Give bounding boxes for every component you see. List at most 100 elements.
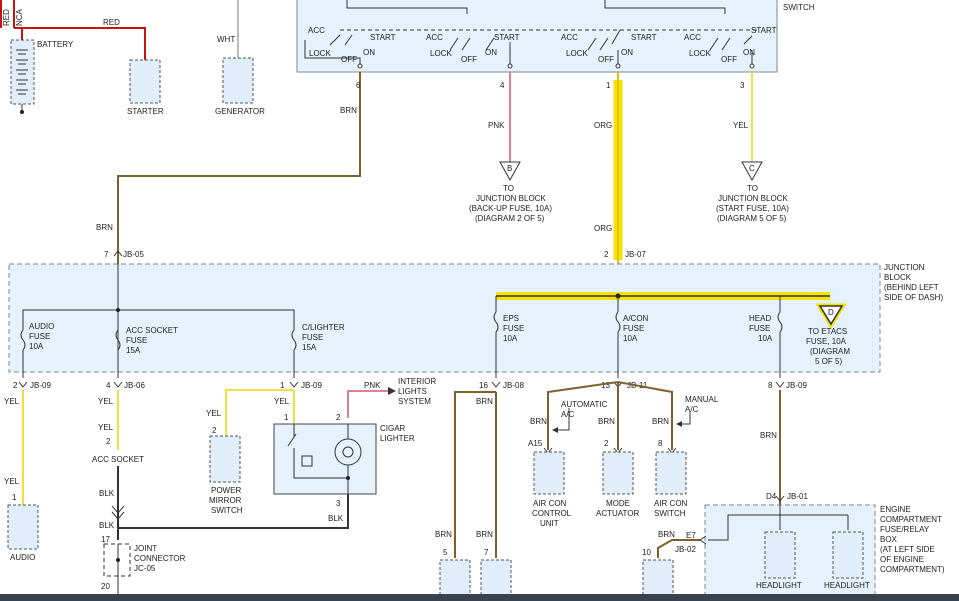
svg-text:13: 13 (601, 381, 610, 390)
svg-text:ENGINE: ENGINE (880, 505, 911, 514)
svg-text:C: C (749, 164, 755, 173)
svg-text:7: 7 (484, 548, 489, 557)
svg-text:START: START (631, 33, 657, 42)
svg-text:PNK: PNK (488, 121, 505, 130)
svg-text:HEADLIGHT: HEADLIGHT (824, 581, 870, 590)
svg-text:JB-06: JB-06 (124, 381, 145, 390)
audio-fuse: AUDIO FUSE 10A (20, 322, 54, 378)
svg-text:4: 4 (106, 381, 111, 390)
svg-text:SWITCH: SWITCH (654, 509, 686, 518)
svg-text:START: START (751, 26, 777, 35)
svg-text:AUDIO: AUDIO (29, 322, 54, 331)
eps-circuit: BRN BRN BRN 5 7 (435, 391, 512, 601)
svg-text:D: D (828, 308, 834, 317)
svg-text:BOX: BOX (880, 535, 898, 544)
svg-text:7: 7 (104, 250, 109, 259)
svg-text:BRN: BRN (340, 106, 357, 115)
svg-text:A/C: A/C (685, 405, 699, 414)
switch-group-4: ACC LOCK OFF ON START (684, 26, 777, 69)
wht-wire-label: WHT (217, 35, 235, 44)
acc-socket-circuit: YEL YEL 2 ACC SOCKET BLK BLK BLK 3 17 20… (92, 390, 349, 594)
svg-text:AUTOMATIC: AUTOMATIC (561, 400, 608, 409)
switch-label: SWITCH (783, 3, 815, 12)
svg-text:E7: E7 (686, 531, 696, 540)
svg-text:ACC: ACC (308, 26, 325, 35)
svg-text:AUDIO: AUDIO (10, 553, 35, 562)
svg-text:FUSE: FUSE (126, 336, 147, 345)
svg-text:ACC: ACC (561, 33, 578, 42)
bottom-bar (0, 594, 959, 601)
svg-text:BLK: BLK (99, 521, 115, 530)
svg-text:ON: ON (743, 48, 755, 57)
svg-text:JB-07: JB-07 (625, 250, 646, 259)
svg-text:YEL: YEL (733, 121, 749, 130)
svg-text:SYSTEM: SYSTEM (398, 397, 431, 406)
svg-text:HEADLIGHT: HEADLIGHT (756, 581, 802, 590)
svg-text:JB-09: JB-09 (301, 381, 322, 390)
svg-text:OFF: OFF (598, 55, 614, 64)
svg-text:ON: ON (621, 48, 633, 57)
svg-text:JUNCTION BLOCK: JUNCTION BLOCK (476, 194, 546, 203)
svg-text:D4: D4 (766, 492, 777, 501)
svg-text:BRN: BRN (435, 530, 452, 539)
svg-text:YEL: YEL (4, 477, 20, 486)
svg-text:BRN: BRN (652, 417, 669, 426)
svg-text:ACC SOCKET: ACC SOCKET (92, 455, 144, 464)
svg-text:(DIAGRAM 2 OF 5): (DIAGRAM 2 OF 5) (475, 214, 545, 223)
head-fuse: HEAD FUSE 10A (749, 311, 783, 378)
svg-text:15A: 15A (302, 343, 317, 352)
svg-text:(DIAGRAM: (DIAGRAM (810, 347, 850, 356)
svg-text:TO: TO (747, 184, 758, 193)
svg-text:5 OF 5): 5 OF 5) (815, 357, 842, 366)
svg-text:SIDE OF DASH): SIDE OF DASH) (884, 293, 943, 302)
audio (7, 504, 39, 550)
org-wire-pin1: 1 ORG ORG 2 JB-07 (594, 72, 646, 264)
svg-text:15A: 15A (126, 346, 141, 355)
svg-text:UNIT: UNIT (540, 519, 559, 528)
svg-text:ORG: ORG (594, 224, 612, 233)
svg-text:JB-02: JB-02 (675, 545, 696, 554)
svg-text:B: B (507, 164, 512, 173)
svg-text:FUSE: FUSE (623, 324, 644, 333)
svg-text:BRN: BRN (530, 417, 547, 426)
headlight-circuit: BRN D4 JB-01 ENGINE COMPARTMENT FUSE/REL… (642, 390, 945, 601)
svg-text:10A: 10A (758, 334, 773, 343)
svg-text:MODE: MODE (606, 499, 630, 508)
battery (10, 39, 35, 105)
svg-text:ORG: ORG (594, 121, 612, 130)
svg-text:ON: ON (363, 48, 375, 57)
svg-text:17: 17 (101, 535, 110, 544)
svg-text:BRN: BRN (476, 530, 493, 539)
cigar-lighter-fuse: C/LIGHTER FUSE 15A (291, 323, 345, 378)
svg-text:A15: A15 (528, 439, 543, 448)
acc-socket-fuse: ACC SOCKET FUSE 15A (115, 326, 178, 378)
svg-text:HEAD: HEAD (749, 314, 771, 323)
svg-text:LIGHTER: LIGHTER (380, 434, 415, 443)
power-mirror-switch (209, 435, 241, 483)
svg-text:OFF: OFF (341, 55, 357, 64)
svg-text:2: 2 (212, 426, 217, 435)
svg-text:(DIAGRAM 5 OF 5): (DIAGRAM 5 OF 5) (717, 214, 787, 223)
svg-text:FUSE, 10A: FUSE, 10A (806, 337, 847, 346)
generator-label: GENERATOR (215, 107, 265, 116)
mode-actuator (602, 451, 634, 495)
svg-text:ACC: ACC (684, 33, 701, 42)
svg-text:1: 1 (280, 381, 285, 390)
svg-text:LOCK: LOCK (566, 49, 588, 58)
svg-text:YEL: YEL (98, 423, 114, 432)
svg-text:C/LIGHTER: C/LIGHTER (302, 323, 345, 332)
svg-text:2: 2 (106, 437, 111, 446)
svg-text:FUSE: FUSE (302, 333, 323, 342)
svg-text:BLK: BLK (99, 489, 115, 498)
acon-circuit: BRN BRN BRN AUTOMATIC A/C MANUAL A/C A15… (528, 381, 719, 528)
ignition-switch: SWITCH ACC LOCK OFF ON START ACC LOCK OF… (296, 0, 815, 73)
svg-text:START: START (370, 33, 396, 42)
svg-text:3: 3 (336, 499, 341, 508)
nca-wire-label: NCA (15, 8, 24, 26)
svg-text:CONTROL: CONTROL (532, 509, 572, 518)
svg-text:OF ENGINE: OF ENGINE (880, 555, 924, 564)
svg-text:MIRROR: MIRROR (209, 496, 242, 505)
svg-text:SWITCH: SWITCH (211, 506, 243, 515)
svg-text:BRN: BRN (476, 397, 493, 406)
